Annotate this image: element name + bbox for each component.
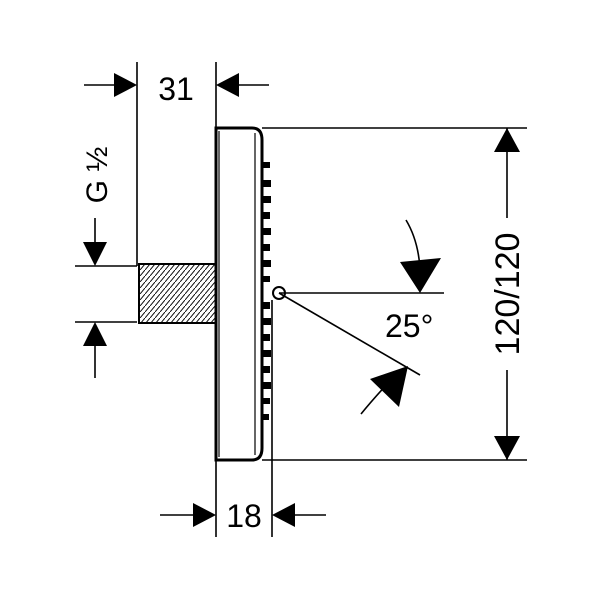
dimension-18-label: 18: [226, 498, 262, 534]
dimension-31-label: 31: [158, 71, 194, 107]
arrowhead: [400, 258, 441, 293]
label-background: [492, 218, 522, 370]
threaded-connector: [138, 263, 218, 324]
arrowhead: [272, 503, 295, 527]
arrowhead: [216, 73, 239, 97]
tilt-line: [278, 292, 421, 376]
dimension-120: [262, 127, 527, 461]
tilt-angle: [278, 219, 444, 415]
dimension-thread: [75, 218, 137, 378]
dimension-31: [84, 62, 269, 266]
shower-head-body: [214, 126, 264, 462]
tilt-angle-label: 25°: [385, 308, 433, 344]
dimension-18: [160, 300, 326, 537]
spray-nozzles: [262, 162, 271, 420]
arrowhead: [494, 128, 520, 152]
arrowhead: [370, 366, 408, 407]
dimension-thread-label: G ½: [81, 147, 114, 204]
arrowhead: [83, 242, 107, 266]
dimension-120-label: 120/120: [489, 233, 527, 356]
arrowhead: [193, 503, 216, 527]
arrowhead: [83, 322, 107, 346]
arrowhead: [114, 73, 137, 97]
arrowhead: [494, 436, 520, 460]
